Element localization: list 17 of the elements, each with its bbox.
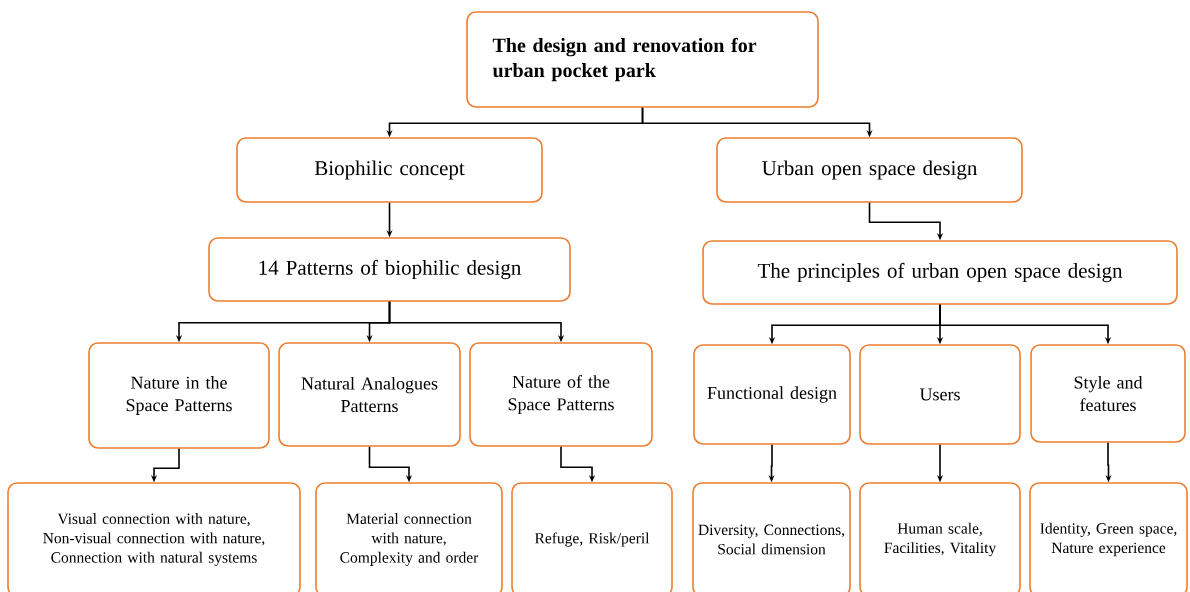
text-box: Urban open space design bbox=[716, 137, 1023, 203]
text-box: Nature of the Space Patterns bbox=[469, 342, 653, 447]
text-box: Functional design bbox=[693, 344, 851, 445]
text-box: Biophilic concept bbox=[236, 137, 543, 203]
text-box: Natural Analogues Patterns bbox=[278, 342, 461, 447]
text-box: 14 Patterns of biophilic design bbox=[208, 237, 571, 302]
text-box: Identity, Green space, Nature experience bbox=[1029, 482, 1188, 592]
text-box: Style and features bbox=[1030, 344, 1186, 443]
text-box: Refuge, Risk/peril bbox=[511, 482, 673, 592]
text-box: Visual connection with nature, Non-visual connection with nature, Connection with natural systems bbox=[7, 482, 301, 592]
text-box: The principles of urban open space design bbox=[702, 240, 1178, 305]
text-box: Human scale, Facilities, Vitality bbox=[859, 482, 1021, 592]
text-box: Users bbox=[859, 344, 1021, 445]
text-box: Nature in the Space Patterns bbox=[88, 342, 270, 449]
text-box: Diversity, Connections, Social dimension bbox=[692, 482, 851, 592]
title-box: The design and renovation for urban pocket park bbox=[466, 11, 819, 108]
text-box: Material connection with nature, Complexity and order bbox=[315, 482, 503, 592]
